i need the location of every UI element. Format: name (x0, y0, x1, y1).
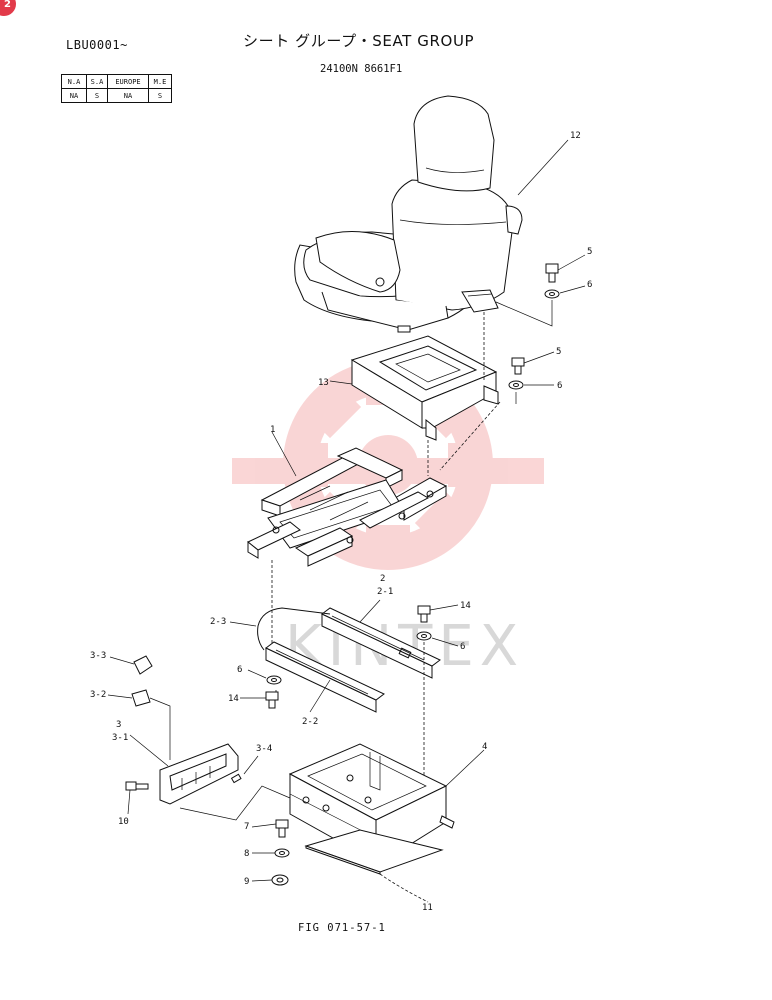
callout-8: 8 (244, 849, 249, 859)
washer-6-upper (544, 289, 560, 299)
callout-4: 4 (482, 742, 487, 752)
callout-6-upper: 6 (587, 280, 592, 290)
bolt-7 (275, 819, 289, 838)
lever-plate-3-1 (159, 743, 242, 805)
callout-11: 11 (422, 903, 433, 913)
callout-1: 1 (270, 425, 275, 435)
bolt-5-upper (545, 263, 559, 283)
seat-frame-1 (247, 447, 448, 567)
page-title: シート グループ・SEAT GROUP (243, 32, 475, 50)
release-rod-2-3 (257, 607, 331, 651)
leader-12 (517, 139, 569, 196)
callout-2: 2 (380, 574, 385, 584)
knob-3-2 (131, 689, 151, 707)
callout-14-right: 14 (460, 601, 471, 611)
seat-rail-2-2 (265, 641, 385, 713)
callout-3-1: 3-1 (112, 733, 128, 743)
callout-10: 10 (118, 817, 129, 827)
market-value-na: NA (61, 88, 87, 103)
figure-number: FIG 071-57-1 (298, 922, 386, 934)
market-value-row: NA S NA S (61, 88, 172, 103)
seat-bracket-13 (350, 335, 499, 441)
floor-mat-11 (304, 829, 444, 875)
callout-5-lower: 5 (556, 347, 561, 357)
callout-3-2: 3-2 (90, 690, 106, 700)
washer-6-left (266, 675, 282, 685)
callout-2-2: 2-2 (302, 717, 318, 727)
callout-7: 7 (244, 822, 249, 832)
callout-9: 9 (244, 877, 249, 887)
callout-5-upper: 5 (587, 247, 592, 257)
washer-6-lower (508, 380, 524, 390)
callout-13: 13 (318, 378, 329, 388)
seat-assembly-12 (294, 95, 523, 333)
bolt-5-lower (511, 357, 525, 375)
seat-rail-2-1 (321, 607, 441, 679)
washer-9 (271, 874, 289, 886)
callout-3-4: 3-4 (256, 744, 272, 754)
assembly-part-number: 24100N 8661F1 (320, 63, 403, 75)
callout-14-left: 14 (228, 694, 239, 704)
bolt-14-left (265, 691, 279, 709)
market-value-me: S (148, 88, 172, 103)
washer-6-right (416, 631, 432, 641)
callout-6-left: 6 (237, 665, 242, 675)
corner-badge: 2 (0, 0, 16, 16)
serial-range: LBU0001~ (66, 38, 128, 52)
callout-6-right: 6 (460, 642, 465, 652)
callout-2-3: 2-3 (210, 617, 226, 627)
market-applicability-table: N.A S.A EUROPE M.E NA S NA S (61, 74, 172, 103)
washer-8 (274, 848, 290, 858)
callout-3-3: 3-3 (90, 651, 106, 661)
callout-2-1: 2-1 (377, 587, 393, 597)
callout-12: 12 (570, 131, 581, 141)
callout-6-lower: 6 (557, 381, 562, 391)
knob-3-3 (133, 655, 153, 675)
bolt-10 (125, 781, 149, 791)
callout-3: 3 (116, 720, 121, 730)
